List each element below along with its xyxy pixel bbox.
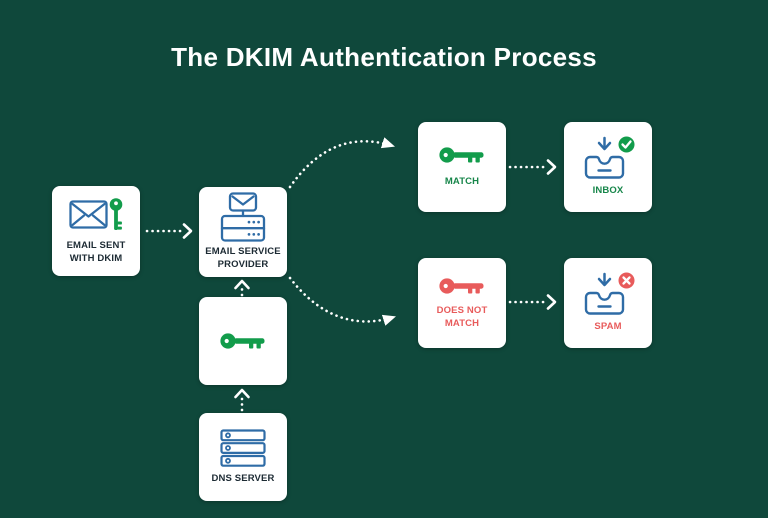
envelope-with-key-icon	[69, 196, 123, 234]
red-key-icon	[439, 276, 485, 297]
node-label-line: MATCH	[444, 317, 480, 329]
node-email-sent: EMAIL SENT WITH DKIM	[52, 186, 140, 276]
node-label-line: DOES NOT	[436, 304, 488, 316]
inbox-download-check-icon	[580, 136, 636, 182]
node-email-service-provider: EMAIL SERVICE PROVIDER	[199, 187, 287, 277]
node-label-line: EMAIL SERVICE	[205, 246, 281, 258]
node-spam: SPAM	[564, 258, 652, 348]
node-dkim-key	[199, 297, 287, 385]
node-label-line: WITH DKIM	[69, 253, 123, 264]
node-label-line: PROVIDER	[217, 259, 269, 270]
node-label-line: SPAM	[594, 321, 622, 333]
node-dns-server: DNS SERVER	[199, 413, 287, 501]
server-stack-icon	[220, 428, 266, 467]
node-label-line: DNS SERVER	[211, 472, 275, 484]
mail-server-icon	[220, 192, 266, 242]
node-match: MATCH	[418, 122, 506, 212]
cross-mark	[622, 276, 631, 285]
node-does-not-match: DOES NOT MATCH	[418, 258, 506, 348]
green-key-icon	[439, 145, 485, 166]
inbox-download-cross-icon	[580, 272, 636, 318]
node-label-line: MATCH	[444, 176, 480, 188]
node-label-line: EMAIL SENT	[66, 240, 126, 252]
node-label-line: INBOX	[592, 185, 624, 197]
check-mark	[621, 140, 632, 149]
diagram-title: The DKIM Authentication Process	[171, 42, 597, 72]
node-inbox: INBOX	[564, 122, 652, 212]
green-key-icon	[220, 331, 266, 352]
